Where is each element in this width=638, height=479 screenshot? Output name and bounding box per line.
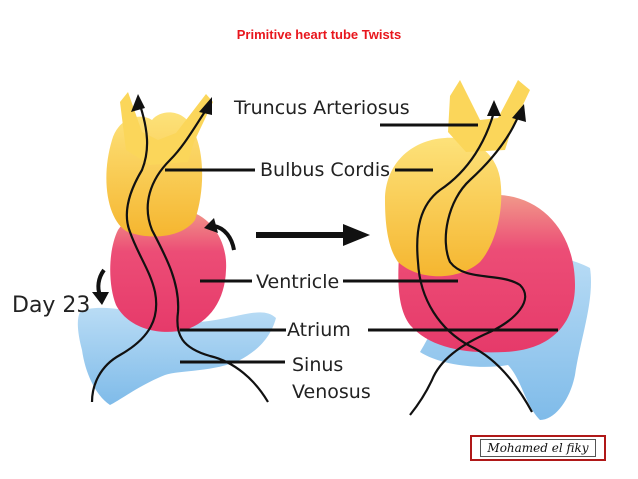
left-sinus-venosus-shape xyxy=(77,307,276,405)
left-flow-line-2 xyxy=(146,109,269,403)
twist-arrowhead-icon xyxy=(204,218,218,233)
credit-badge: Mohamed el fiky xyxy=(470,435,606,461)
slide-title: Primitive heart tube Twists xyxy=(236,27,402,42)
label-ventricle: Ventricle xyxy=(256,271,339,293)
left-arrowhead-1 xyxy=(131,94,145,112)
left-flow-line-1 xyxy=(90,104,158,403)
transition-arrow-shaft xyxy=(256,232,346,238)
label-atrium: Atrium xyxy=(287,319,351,341)
down-arrowhead-icon xyxy=(92,292,109,305)
right-flow-line-2 xyxy=(409,111,527,416)
twist-arrow-icon xyxy=(213,224,236,251)
left-arrowhead-2 xyxy=(199,97,212,115)
label-truncus-arteriosus: Truncus Arteriosus xyxy=(233,97,410,119)
left-truncus-shape xyxy=(120,92,213,165)
right-heart-tube xyxy=(385,80,592,420)
right-arrowhead-1 xyxy=(487,100,501,116)
label-day-23: Day 23 xyxy=(12,293,90,318)
credit-text: Mohamed el fiky xyxy=(480,439,596,457)
right-flow-line-1 xyxy=(416,111,533,413)
left-ventricle-shape xyxy=(110,208,227,332)
leader-lines xyxy=(165,123,558,364)
right-arrowhead-2 xyxy=(512,104,526,122)
right-bulbus-shape xyxy=(385,137,502,277)
down-arrow-icon xyxy=(96,268,106,296)
left-heart-tube xyxy=(77,92,276,405)
transition-arrow-icon xyxy=(343,224,370,246)
label-sinus: Sinus xyxy=(292,354,343,376)
label-bulbus-cordis: Bulbus Cordis xyxy=(260,159,390,181)
label-venosus: Venosus xyxy=(292,381,371,403)
